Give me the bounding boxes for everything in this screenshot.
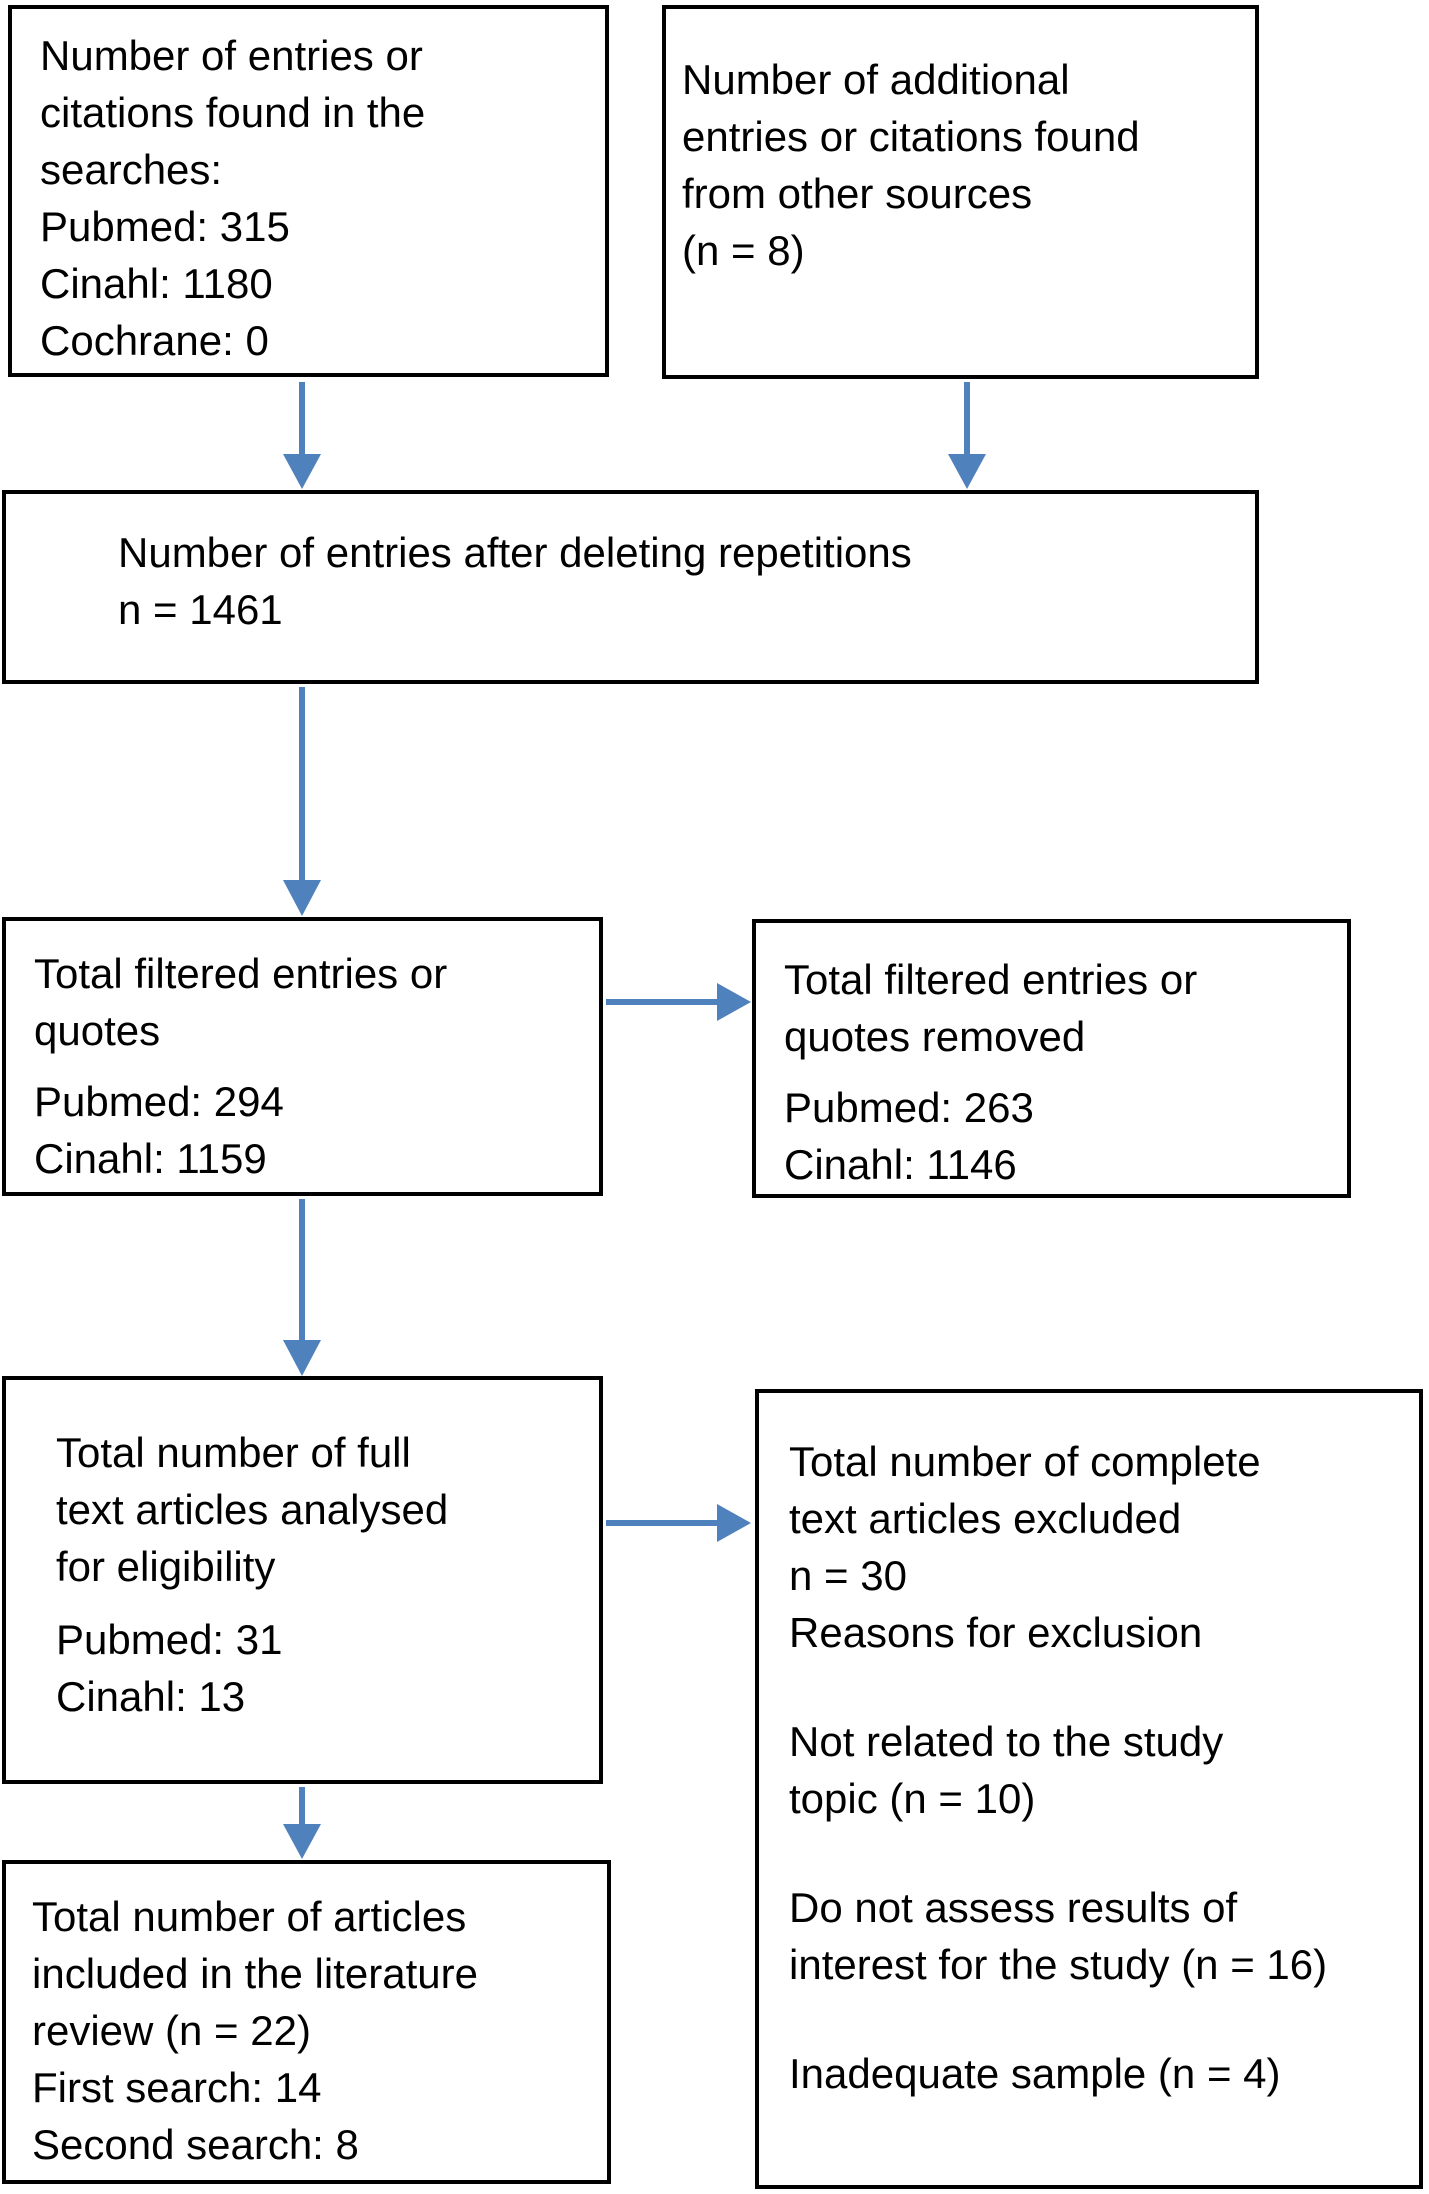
- box-included-review: Total number of articles included in the…: [2, 1860, 611, 2184]
- arrow-dedup-to-filtered-icon: [283, 687, 321, 916]
- arrow-filtered-to-analysed-icon: [283, 1199, 321, 1376]
- fulltext-excluded-reasons-label: Reasons for exclusion: [789, 1609, 1203, 1656]
- included-review-stats: First search: 14 Second search: 8: [32, 2064, 359, 2168]
- searches-found-stats: Pubmed: 315 Cinahl: 1180 Cochrane: 0: [40, 203, 290, 364]
- exclusion-reason: Do not assess results of interest for th…: [789, 1884, 1328, 1988]
- filtered-quotes-title: Total filtered entries or quotes: [34, 950, 448, 1054]
- fulltext-analysed-stats: Pubmed: 31 Cinahl: 13: [56, 1616, 283, 1720]
- arrow-searches-to-dedup-icon: [283, 382, 321, 489]
- fulltext-excluded-title: Total number of complete text articles e…: [789, 1438, 1261, 1542]
- filtered-quotes-stats: Pubmed: 294 Cinahl: 1159: [34, 1078, 284, 1182]
- included-review-title: Total number of articles included in the…: [32, 1893, 478, 2054]
- after-dedup-title: Number of entries after deleting repetit…: [118, 529, 912, 576]
- fulltext-excluded-count: n = 30: [789, 1552, 907, 1599]
- additional-sources-count: (n = 8): [682, 227, 805, 274]
- box-additional-sources: Number of additional entries or citation…: [662, 5, 1259, 379]
- arrow-filtered-to-removed-icon: [606, 983, 751, 1021]
- fulltext-analysed-title: Total number of full text articles analy…: [56, 1429, 449, 1590]
- arrow-additional-to-dedup-icon: [948, 382, 986, 489]
- filtered-removed-title: Total filtered entries or quotes removed: [784, 956, 1198, 1060]
- filtered-removed-stats: Pubmed: 263 Cinahl: 1146: [784, 1084, 1034, 1188]
- arrow-analysed-to-excluded-icon: [606, 1504, 751, 1542]
- exclusion-reason: Not related to the study topic (n = 10): [789, 1718, 1224, 1822]
- exclusion-reason: Inadequate sample (n = 4): [789, 2050, 1281, 2097]
- arrow-analysed-to-included-icon: [283, 1787, 321, 1859]
- box-fulltext-excluded: Total number of complete text articles e…: [755, 1389, 1423, 2189]
- box-searches-found: Number of entries or citations found in …: [8, 5, 609, 377]
- box-filtered-removed: Total filtered entries or quotes removed…: [752, 919, 1351, 1198]
- box-fulltext-analysed: Total number of full text articles analy…: [2, 1376, 603, 1784]
- after-dedup-count: n = 1461: [118, 586, 283, 633]
- searches-found-title: Number of entries or citations found in …: [40, 32, 426, 193]
- box-after-deduplication: Number of entries after deleting repetit…: [2, 490, 1259, 684]
- box-filtered-quotes: Total filtered entries or quotes Pubmed:…: [2, 917, 603, 1196]
- additional-sources-title: Number of additional entries or citation…: [682, 56, 1140, 217]
